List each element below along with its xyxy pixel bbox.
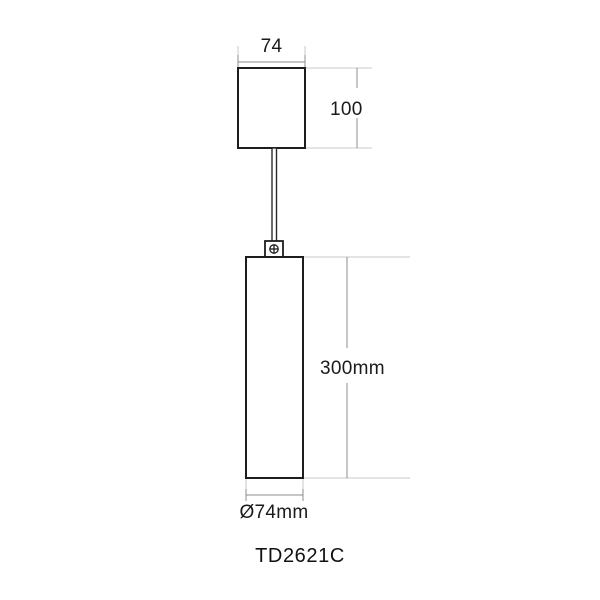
label-body-length: 300mm: [320, 358, 385, 379]
label-canopy-width: 74: [261, 36, 283, 57]
dimension-labels: 74 100 300mm Ø74mm: [239, 36, 384, 523]
suspension-cable: [271, 147, 278, 243]
label-body-diameter: Ø74mm: [239, 502, 308, 523]
cylinder-body: [245, 256, 304, 479]
product-geometry: [237, 67, 306, 479]
dimension-lines: [237, 55, 358, 501]
part-number-label: TD2621C: [255, 545, 345, 567]
label-canopy-height: 100: [330, 99, 363, 120]
extension-lines: [237, 46, 410, 500]
ceiling-canopy: [237, 67, 306, 149]
